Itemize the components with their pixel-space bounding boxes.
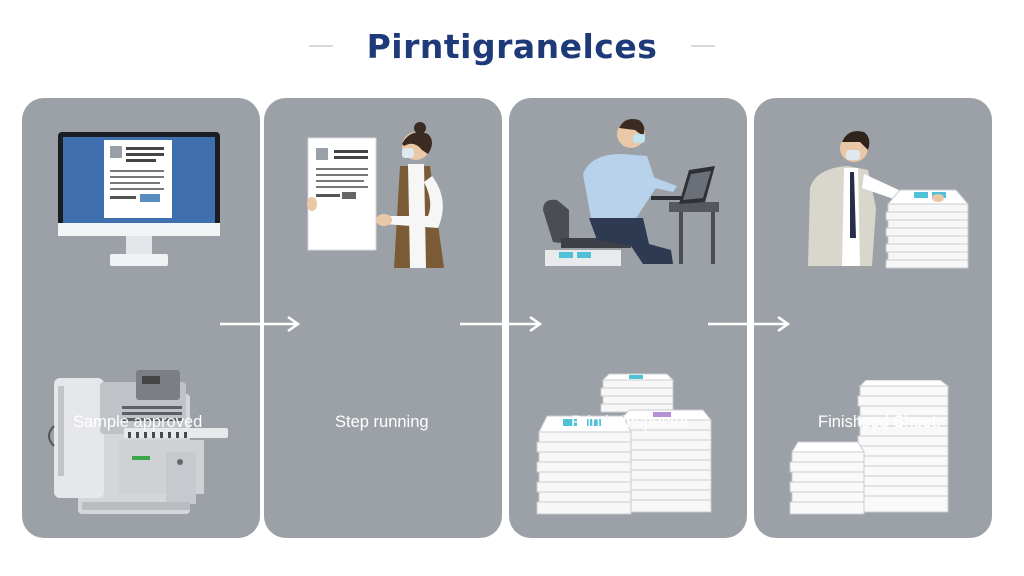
printing-press-icon <box>48 370 228 514</box>
step-panel-step-running: Step running <box>264 98 502 538</box>
worker-stacking-sheets-icon <box>808 131 970 269</box>
step-label: Finishsed Sheet. <box>818 413 941 431</box>
step-label: Sample approved <box>73 413 203 431</box>
right-arrow-icon <box>460 315 543 333</box>
finished-paper-stacks-icon <box>789 380 950 515</box>
worker-holding-sheet-icon <box>307 122 444 268</box>
right-arrow-icon <box>220 315 301 333</box>
header: Pirntigranelces <box>0 18 1024 74</box>
step-panel-finished-sheet: Finishsed Sheet. <box>754 98 992 538</box>
printed-sheet-stacks-icon <box>536 373 713 515</box>
computer-monitor-icon <box>58 132 220 266</box>
step-label: Printig inspector <box>571 413 690 431</box>
step-panel-sample-approved: Sample approved <box>22 98 260 538</box>
step-label: Step running <box>335 413 429 431</box>
right-arrow-icon <box>708 315 791 333</box>
inspector-at-laptop-icon <box>543 119 719 266</box>
step-panel-printing-inspector: Printig inspector <box>509 98 747 538</box>
page-title: Pirntigranelces <box>366 26 658 66</box>
title-left-rule <box>308 45 333 47</box>
title-right-rule <box>691 45 716 47</box>
